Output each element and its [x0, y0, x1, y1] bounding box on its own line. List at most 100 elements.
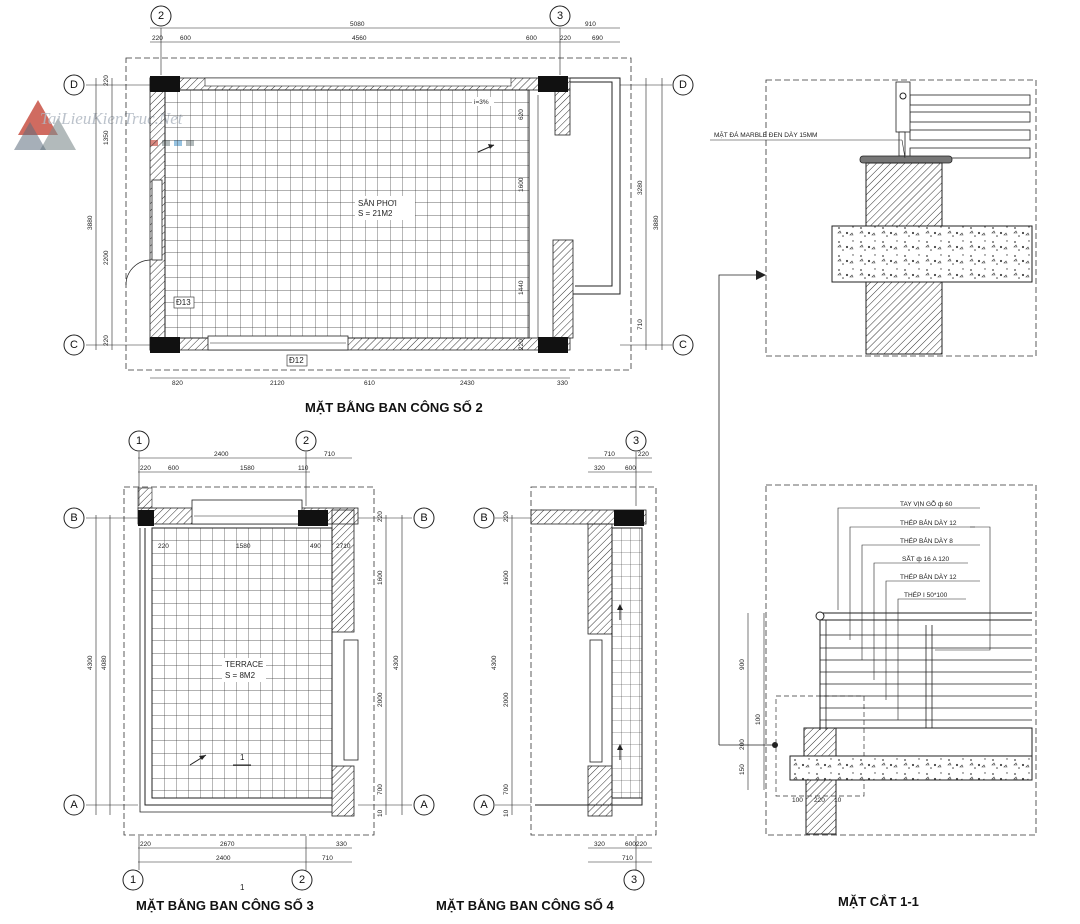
grid-bubble-a: A: [480, 799, 488, 811]
grid-bubble-d-left: D: [70, 79, 78, 91]
dim: 2710: [336, 543, 351, 550]
dim: 600: [526, 35, 537, 42]
dim: 10: [503, 809, 510, 817]
dim: 490: [310, 543, 321, 550]
plan2-title: MẶT BẰNG BAN CÔNG SỐ 2: [305, 400, 483, 415]
dim: 600: [180, 35, 191, 42]
grid-bubble-2: 2: [158, 10, 164, 22]
grid-bubble-1-bottom: 1: [130, 874, 136, 886]
dim: 220: [140, 841, 151, 848]
dim: 2430: [460, 380, 475, 387]
dim: 1600: [503, 570, 510, 585]
dim: 320: [594, 841, 605, 848]
dim: 330: [336, 841, 347, 848]
dim: 2000: [503, 692, 510, 707]
dim: 2400: [214, 451, 229, 458]
dim: 320: [594, 465, 605, 472]
grid-bubble-c-right: C: [679, 339, 687, 351]
dim: 610: [364, 380, 375, 387]
plan-balcony-2: 2 3 D C D C 5080 910 220 600 4560 600 22…: [63, 5, 694, 415]
dim: 1580: [236, 543, 251, 550]
plan-balcony-4: 3 3 B A 710 220 320 600 320 600 220 710 …: [436, 430, 657, 913]
area-size: S = 8M2: [225, 671, 256, 680]
dim: 4300: [491, 655, 498, 670]
grid-bubble-b-left: B: [70, 512, 77, 524]
section-mark-1-bottom: 1: [240, 883, 245, 892]
grid-bubble-d-right: D: [679, 79, 687, 91]
dim: 220: [503, 511, 510, 522]
dim: 220: [560, 35, 571, 42]
dim: 1440: [518, 280, 525, 295]
note-i-beam: THÉP I 50*100: [904, 590, 948, 599]
dim: 220: [158, 543, 169, 550]
dim-total: 5080: [350, 21, 365, 28]
dim: 3880: [653, 215, 660, 230]
dim: 2400: [216, 855, 231, 862]
dim: 4300: [87, 655, 94, 670]
dim: 1600: [377, 570, 384, 585]
grid-bubble-3-bottom: 3: [631, 874, 637, 886]
dim: 220: [103, 335, 110, 346]
note-steel-12: THÉP BẢN DÀY 12: [900, 518, 957, 527]
detail-column-marble: MẶT ĐÁ MARBLE ĐEN DÀY 15MM: [710, 79, 1037, 748]
grid-bubble-2-top: 2: [303, 435, 309, 447]
dim: 600: [625, 841, 636, 848]
dim: 220: [152, 35, 163, 42]
dim: 1350: [103, 130, 110, 145]
grid-bubble-2-bottom: 2: [299, 874, 305, 886]
grid-bubble-b: B: [480, 512, 487, 524]
dim: 220: [814, 797, 825, 804]
dim: 150: [739, 764, 746, 775]
section-1-1: TAY VỊN GỖ ф 60 THÉP BẢN DÀY 12 THÉP BẢN…: [739, 484, 1037, 909]
dim: 2670: [220, 841, 235, 848]
dim: 220: [377, 511, 384, 522]
section-mark-1: 1: [240, 753, 245, 762]
dim: 710: [324, 451, 335, 458]
dim: 1600: [518, 177, 525, 192]
dim: 200: [739, 739, 746, 750]
dim: 10: [834, 797, 842, 804]
dim: 2000: [377, 692, 384, 707]
grid-bubble-3: 3: [557, 10, 563, 22]
dim: 3280: [637, 180, 644, 195]
note-handrail: TAY VỊN GỖ ф 60: [900, 499, 953, 508]
dim: 700: [377, 784, 384, 795]
dim: 2120: [270, 380, 285, 387]
grid-bubble-c-left: C: [70, 339, 78, 351]
tag-d13: Đ13: [176, 298, 191, 307]
dim: 620: [518, 109, 525, 120]
dim: 4080: [101, 655, 108, 670]
area-name: TERRACE: [225, 660, 263, 669]
tag-d12: Đ12: [289, 356, 304, 365]
dim: 690: [592, 35, 603, 42]
plan-balcony-3: 1 2 1 2 B A B A 2400 710 220 600 1580 11…: [63, 430, 435, 913]
plan4-title: MẶT BẰNG BAN CÔNG SỐ 4: [436, 898, 614, 913]
dim: 710: [322, 855, 333, 862]
grid-bubble-1-top: 1: [136, 435, 142, 447]
dim: 3880: [87, 215, 94, 230]
grid-bubble-a-right: A: [420, 799, 428, 811]
dim: 220: [636, 841, 647, 848]
dim: 4560: [352, 35, 367, 42]
section-title: MẶT CẮT 1-1: [838, 894, 919, 909]
dim: 220: [140, 465, 151, 472]
dim: 110: [298, 465, 309, 472]
dim: 900: [739, 659, 746, 670]
dim: 600: [625, 465, 636, 472]
grid-bubble-a-left: A: [70, 799, 78, 811]
slope-note: i=3%: [474, 99, 489, 106]
marble-note: MẶT ĐÁ MARBLE ĐEN DÀY 15MM: [714, 130, 817, 139]
area-size: S = 21M2: [358, 209, 393, 218]
plan3-title: MẶT BẰNG BAN CÔNG SỐ 3: [136, 898, 314, 913]
grid-bubble-3-top: 3: [633, 435, 639, 447]
dim: 910: [585, 21, 596, 28]
dim: 100: [792, 797, 803, 804]
dim: 820: [172, 380, 183, 387]
dim: 600: [168, 465, 179, 472]
dim: 10: [377, 809, 384, 817]
dim: 4300: [393, 655, 400, 670]
grid-bubble-b-right: B: [420, 512, 427, 524]
dim: 220: [518, 339, 525, 350]
dim: 710: [637, 319, 644, 330]
